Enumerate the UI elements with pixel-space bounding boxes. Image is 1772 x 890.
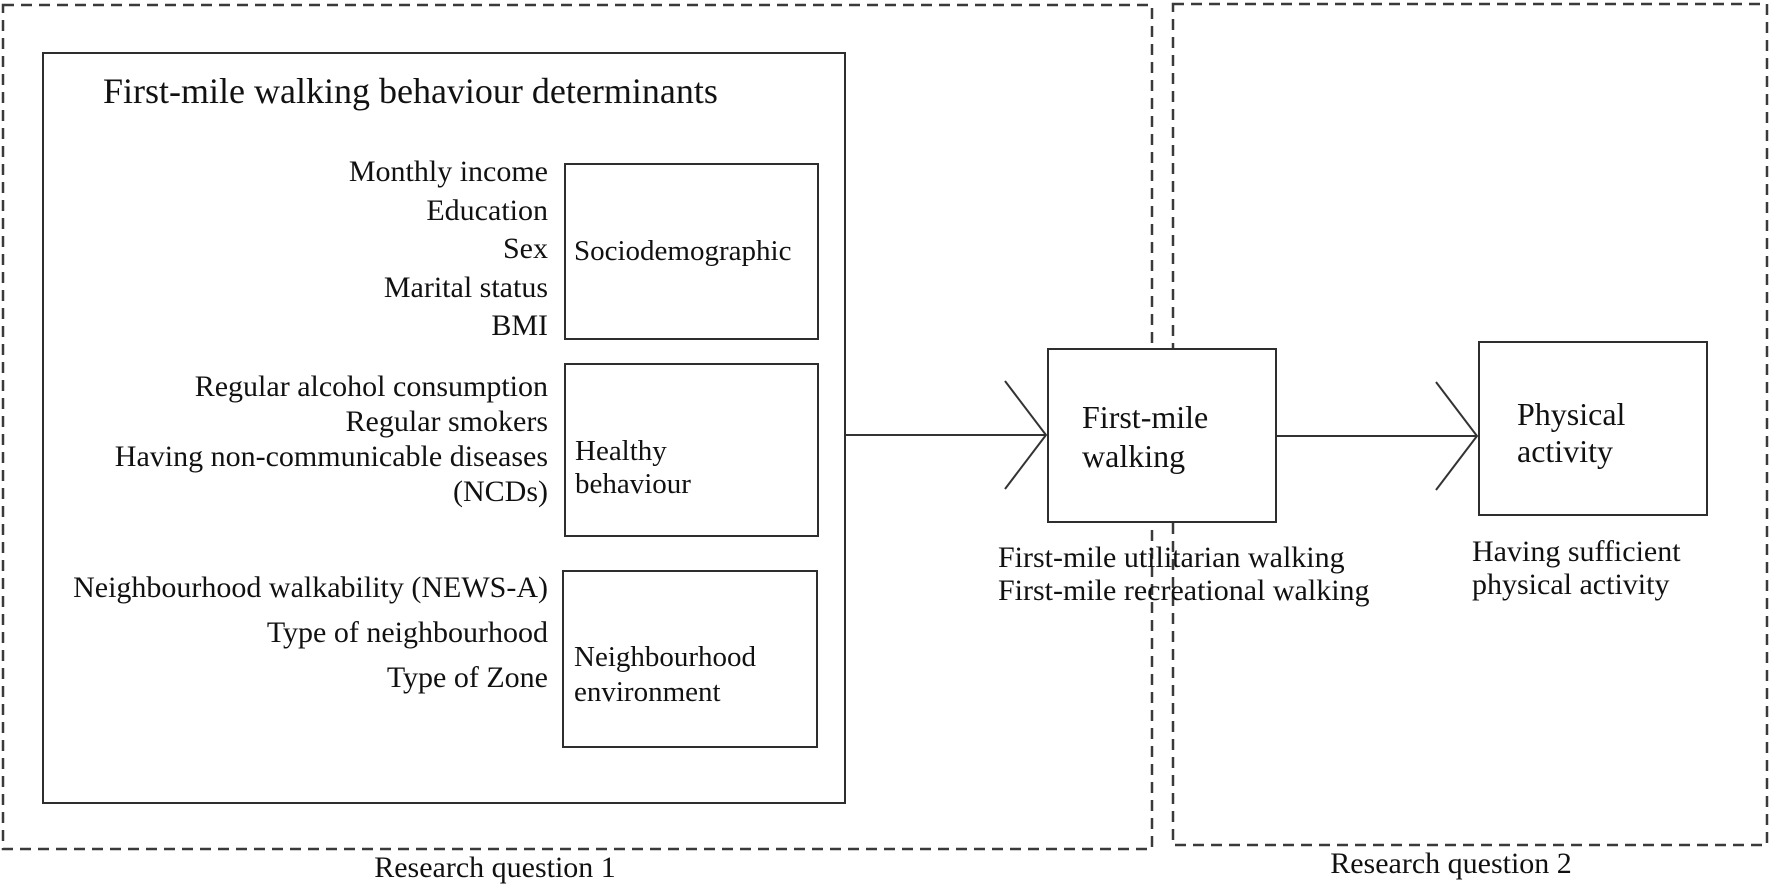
group-label-neighbourhood-environment: Neighbourhood environment <box>574 641 757 708</box>
neighbourhood-environment-item-list: Neighbourhood walkability (NEWS-A) Type … <box>60 565 548 700</box>
group-box-healthy-behaviour <box>564 363 819 537</box>
group-box-sociodemographic <box>564 163 819 340</box>
list-item: Type of Zone <box>386 661 548 694</box>
list-item: Sex <box>503 232 548 265</box>
physical-activity-box <box>1478 341 1708 516</box>
healthy-behaviour-item-list: Regular alcohol consumption Regular smok… <box>60 369 548 509</box>
research-question-2-label: Research question 2 <box>1330 847 1572 880</box>
first-mile-walking-box <box>1047 348 1277 523</box>
list-item: Marital status <box>383 270 548 304</box>
caption-line: First-mile recreational walking <box>998 574 1370 607</box>
arrowhead-icon <box>1004 380 1048 490</box>
group-box-neighbourhood-environment <box>562 570 818 748</box>
research-question-1-label: Research question 1 <box>374 851 616 884</box>
list-item: Neighbourhood walkability (NEWS-A) <box>73 571 548 604</box>
caption-line: First-mile utilitarian walking <box>998 541 1345 574</box>
first-mile-walking-caption: First-mile utilitarian walking First-mil… <box>998 541 1370 607</box>
caption-line: physical activity <box>1472 568 1670 601</box>
list-item: BMI <box>491 309 548 342</box>
first-mile-walking-label: First-mile walking <box>1082 399 1209 474</box>
physical-activity-label: Physical activity <box>1517 396 1626 469</box>
caption-line: Having sufficient <box>1472 535 1681 568</box>
list-item: Monthly income <box>348 155 548 188</box>
sociodemographic-item-list: Monthly income Education Sex Marital sta… <box>60 153 548 346</box>
list-item: Having non-communicable diseases <box>114 440 548 473</box>
group-label-sociodemographic: Sociodemographic <box>574 235 792 267</box>
group-label-healthy-behaviour: Healthy behaviour <box>575 435 691 500</box>
determinants-title: First-mile walking behaviour determinant… <box>103 71 718 111</box>
list-item: Regular alcohol consumption <box>194 370 548 403</box>
list-item: Regular smokers <box>345 405 548 438</box>
list-item: Education <box>426 193 548 227</box>
list-item: Type of neighbourhood <box>266 616 548 649</box>
list-item: (NCDs) <box>453 475 548 508</box>
physical-activity-caption: Having sufficient physical activity <box>1472 535 1681 601</box>
arrowhead-icon <box>1435 381 1479 491</box>
